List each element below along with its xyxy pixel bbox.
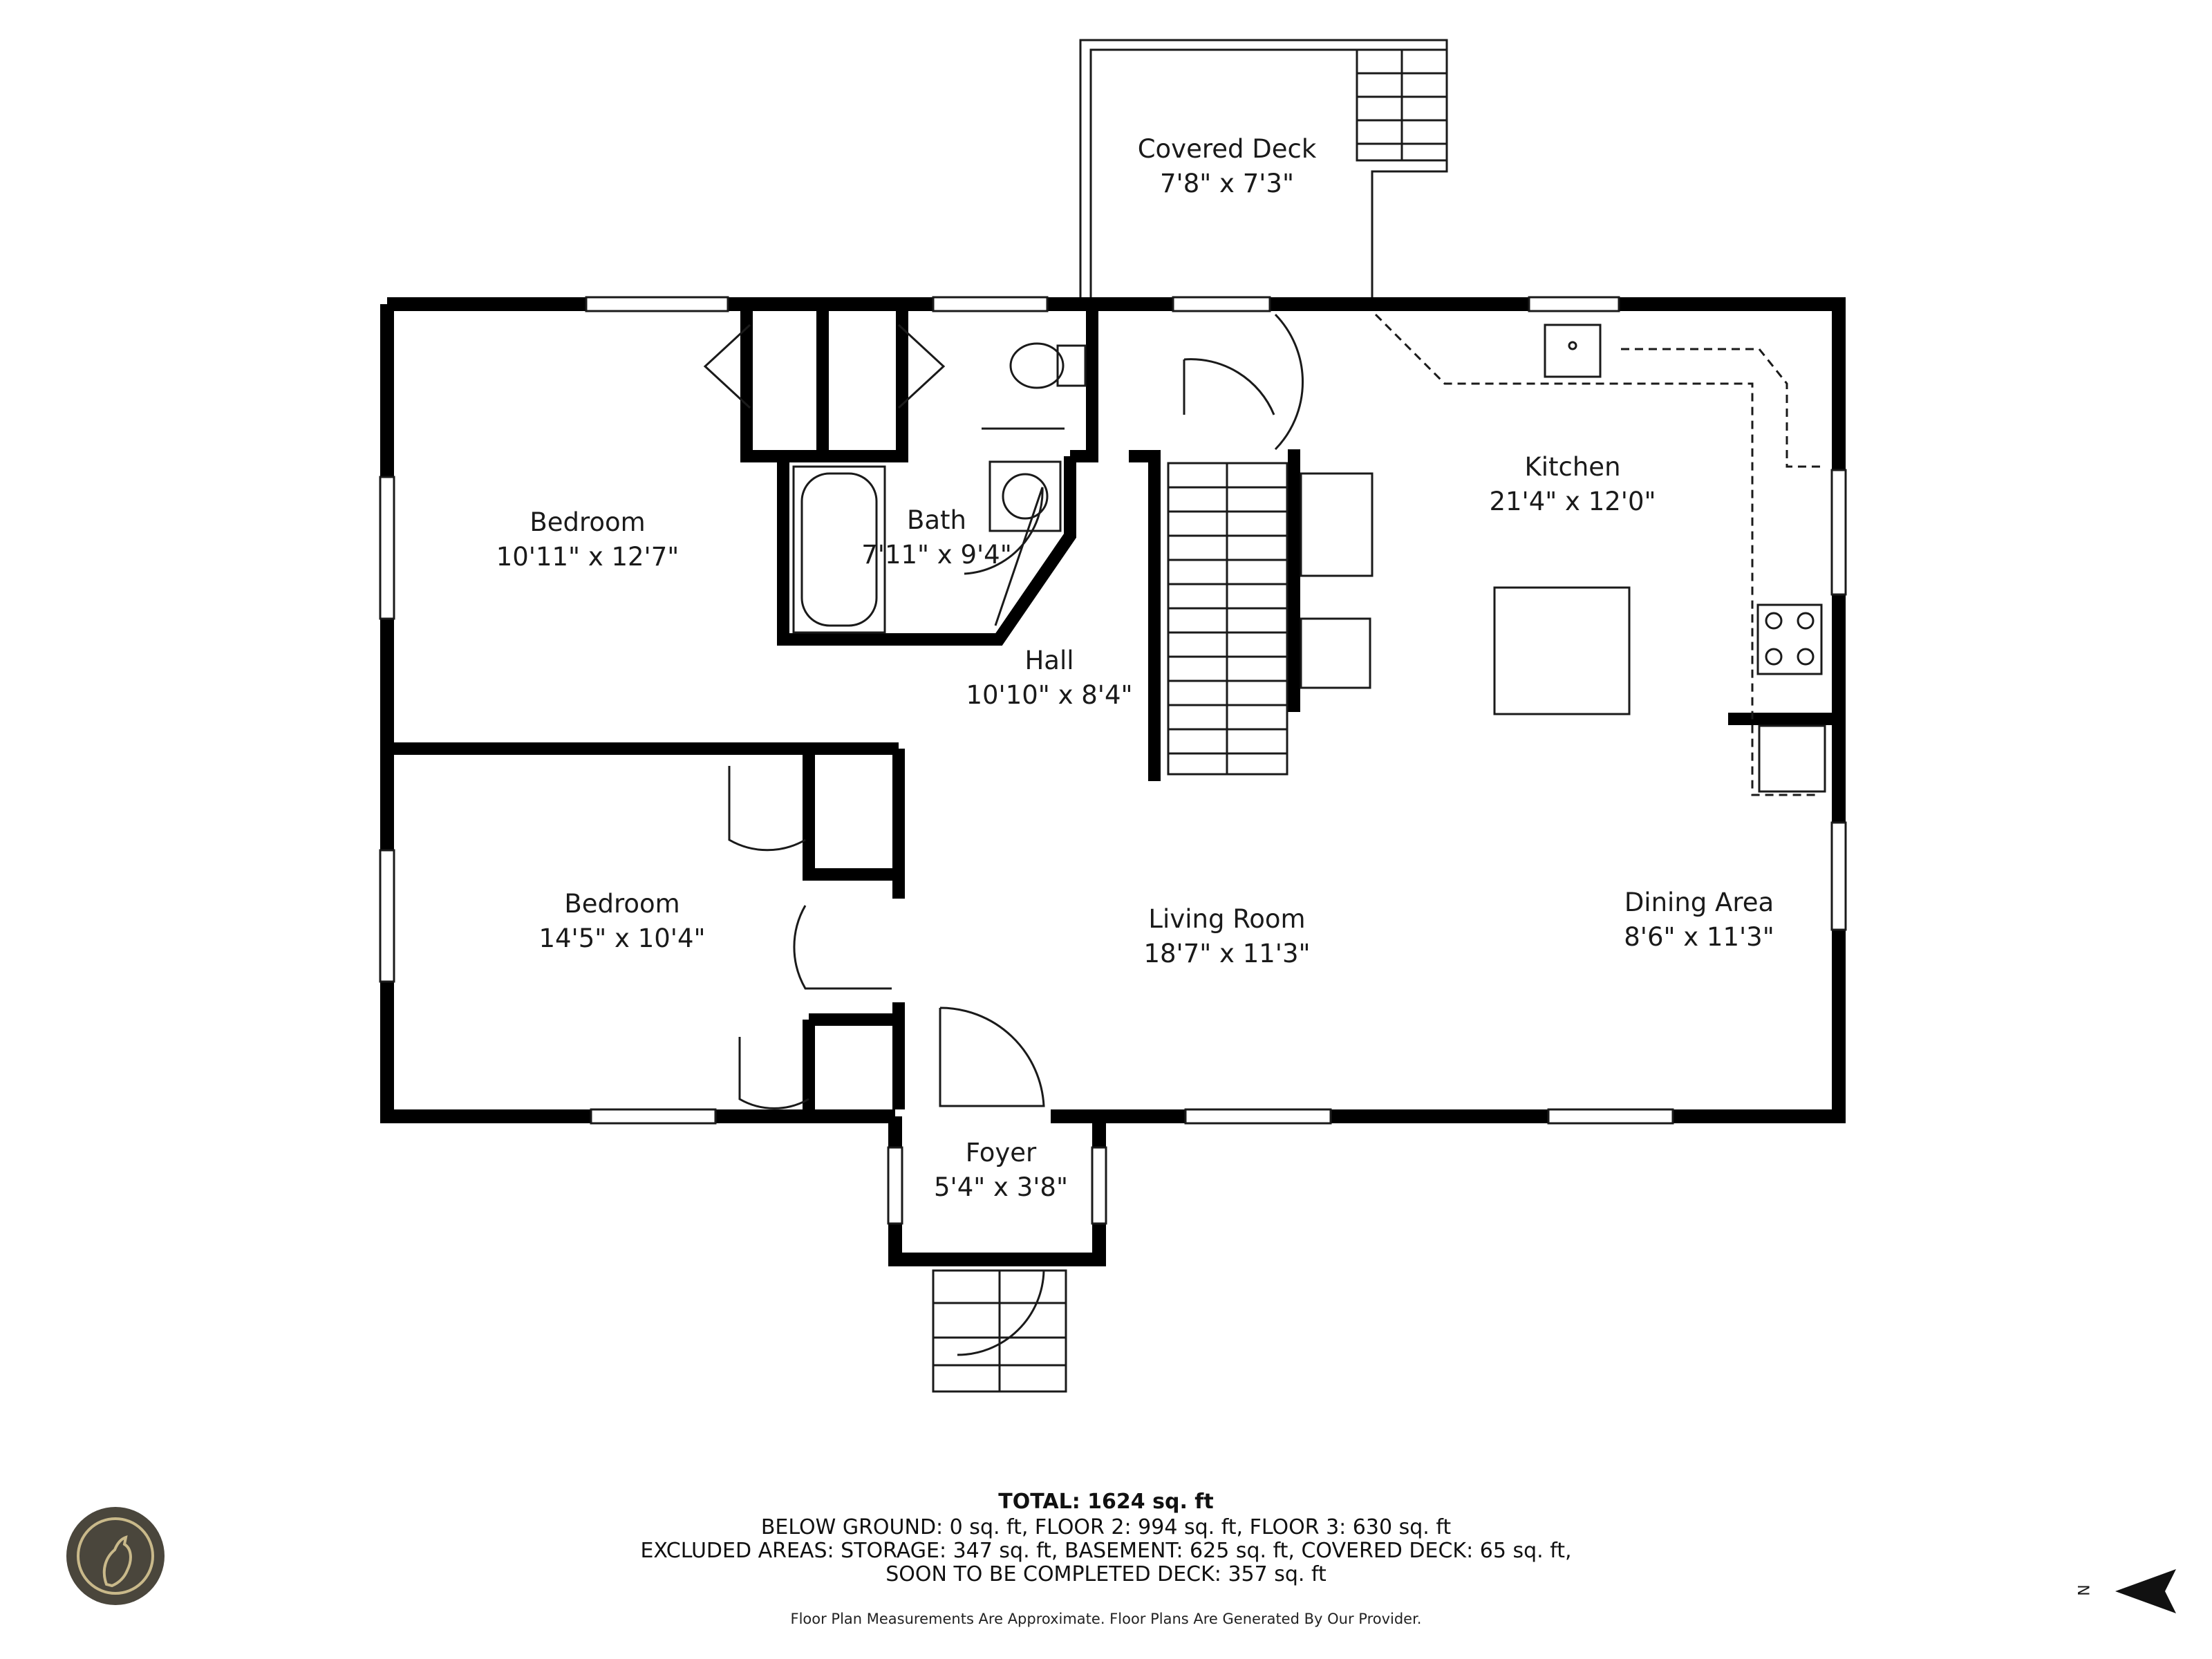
room-name-covered-deck: Covered Deck [1138,134,1317,164]
room-name-dining-area: Dining Area [1624,888,1774,917]
room-dims-bath: 7'11" x 9'4" [861,540,1012,570]
total-area: TOTAL: 1624 sq. ft [998,1490,1214,1514]
room-name-foyer: Foyer [966,1138,1037,1168]
room-name-hall: Hall [1024,646,1074,675]
north-arrow-icon [2115,1569,2176,1613]
room-dims-covered-deck: 7'8" x 7'3" [1160,169,1294,198]
stairs [932,462,1288,1393]
north-label: N [2076,1584,2094,1596]
fixtures [792,313,1826,796]
room-dims-foyer: 5'4" x 3'8" [934,1172,1068,1202]
room-dims-living-room: 18'7" x 11'3" [1143,939,1310,968]
area-breakdown-line-1: BELOW GROUND: 0 sq. ft, FLOOR 2: 994 sq.… [760,1515,1452,1539]
area-breakdown-line-3: SOON TO BE COMPLETED DECK: 357 sq. ft [885,1562,1327,1586]
room-dims-hall: 10'10" x 8'4" [966,680,1132,710]
room-name-bedroom-1: Bedroom [529,507,645,537]
room-name-living-room: Living Room [1148,904,1305,934]
room-dims-bedroom-1: 10'11" x 12'7" [496,542,679,572]
room-dims-dining-area: 8'6" x 11'3" [1624,922,1774,952]
brand-logo [66,1507,165,1605]
disclaimer: Floor Plan Measurements Are Approximate.… [790,1611,1422,1627]
room-name-bedroom-2: Bedroom [564,889,679,919]
doors [703,296,1304,1356]
room-name-bath: Bath [907,505,966,535]
windows [379,296,1847,1225]
room-labels: Covered Deck 7'8" x 7'3" Bedroom 10'11" … [496,134,1774,1202]
interior-walls [394,311,1832,1109]
room-dims-bedroom-2: 14'5" x 10'4" [538,924,705,953]
room-name-kitchen: Kitchen [1524,452,1620,482]
room-dims-kitchen: 21'4" x 12'0" [1489,487,1656,516]
area-breakdown-line-2: EXCLUDED AREAS: STORAGE: 347 sq. ft, BAS… [640,1539,1572,1563]
covered-deck-outline [1079,39,1448,297]
